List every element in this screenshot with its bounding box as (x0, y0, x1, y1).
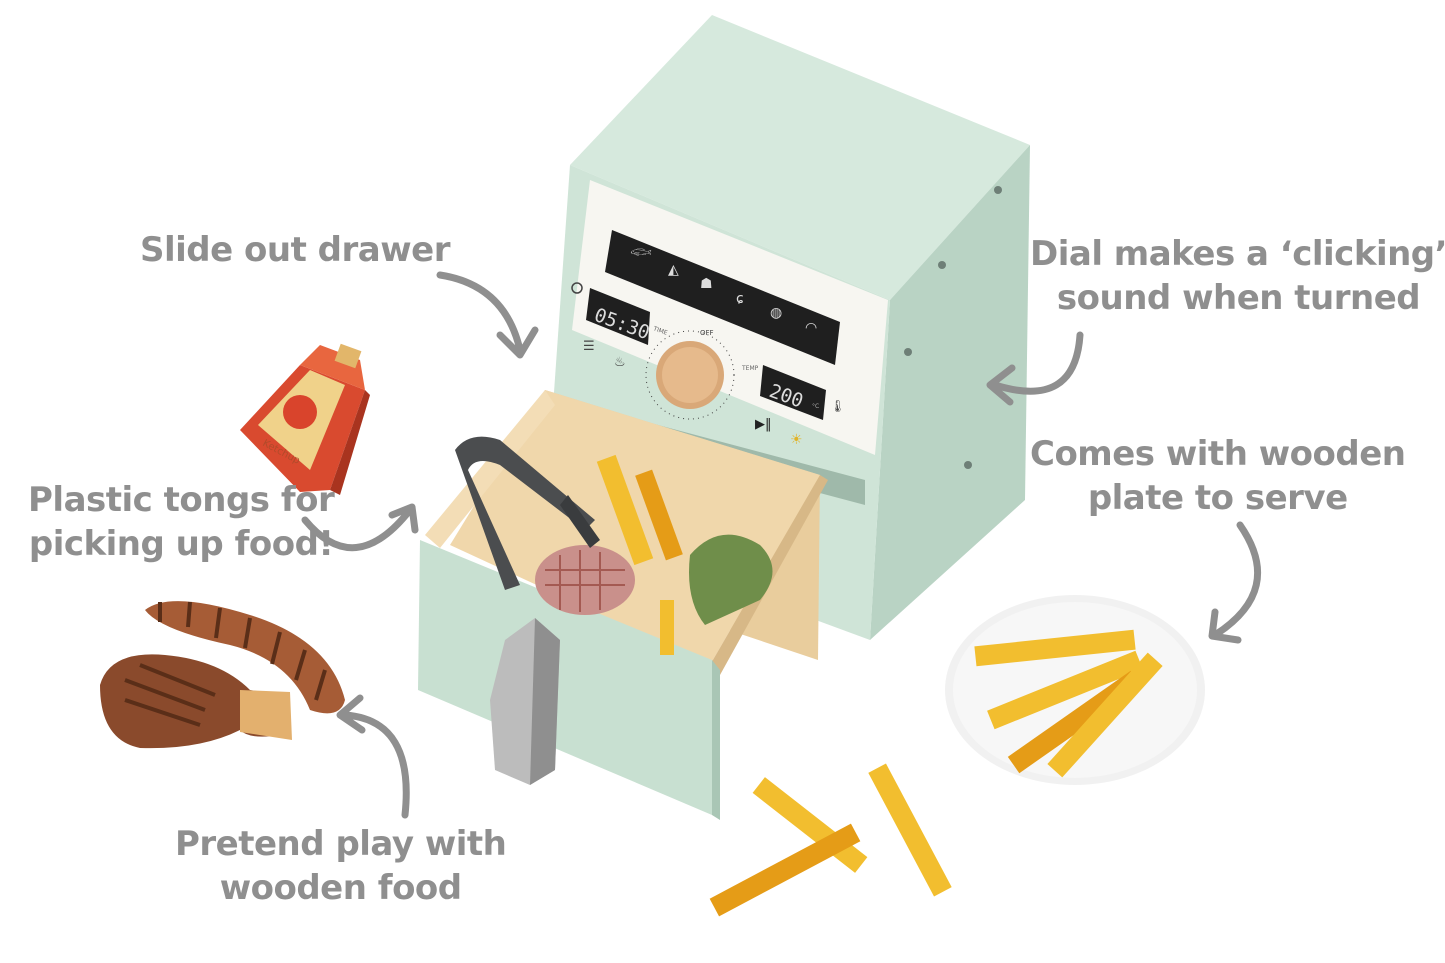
fry (974, 629, 1136, 667)
tomato-icon (283, 395, 317, 429)
fry (635, 469, 683, 561)
bolt-icon (904, 348, 912, 356)
steam-icon[interactable]: ♨ (614, 355, 626, 370)
chicken-icon: ☗ (700, 276, 713, 292)
fry (1047, 652, 1163, 778)
temp-display (760, 365, 826, 420)
bolt-icon (994, 186, 1002, 194)
arrow-dial (986, 331, 1084, 406)
fryer-right-side (870, 145, 1030, 640)
broccoli (689, 534, 773, 625)
arrow-drawer (436, 271, 539, 359)
callout-line: wooden food (219, 868, 462, 908)
serving-plate (945, 595, 1205, 785)
fish-icon: 𓆟 (630, 243, 652, 262)
arrow-food (336, 694, 410, 819)
time-label: TIME (651, 325, 668, 337)
fry (660, 600, 674, 655)
callout-line: picking up food! (28, 524, 334, 564)
ketchup-bottle: Ketchup (240, 343, 370, 495)
temperature-dial-ring (645, 330, 735, 420)
menu-icon[interactable]: ☰ (583, 339, 595, 354)
play-pause-icon[interactable]: ▶‖ (755, 417, 772, 432)
callout-line: Pretend play with (175, 824, 507, 864)
temp-label: TEMP (741, 365, 759, 372)
callout-plastic-tongs: Plastic tongs for picking up food! (28, 478, 335, 566)
pizza-icon: ◭ (668, 262, 679, 278)
loose-fries (709, 763, 952, 917)
steak-piece (535, 545, 635, 615)
callout-line: Slide out drawer (140, 230, 450, 270)
croissant-icon: ◠ (805, 320, 817, 336)
dial-off-label: OFF (700, 329, 714, 337)
callout-wooden-food: Pretend play with wooden food (175, 822, 507, 910)
fryer-top (570, 15, 1030, 300)
callout-wooden-plate: Comes with wooden plate to serve (1030, 432, 1406, 520)
callout-line: sound when turned (1056, 278, 1421, 318)
fry (987, 650, 1143, 730)
arrow-plate (1208, 521, 1262, 644)
thermometer-icon: 🌡 (830, 399, 845, 413)
clock-icon (571, 282, 583, 294)
callout-line: Comes with wooden (1030, 434, 1406, 474)
callout-line: plate to serve (1087, 478, 1348, 518)
wooden-food (100, 601, 345, 749)
preset-display (605, 230, 840, 365)
sausage (145, 601, 345, 714)
fry (596, 454, 654, 566)
timer-display (586, 288, 650, 345)
drawer-front (418, 540, 712, 815)
steak-icon: ◍ (770, 305, 782, 321)
bolt-icon (938, 261, 946, 269)
shrimp-icon: ɕ (736, 291, 744, 307)
temp-unit: °C (812, 403, 819, 410)
bolt-icon (964, 461, 972, 469)
callout-line: Dial makes a ‘clicking’ (1030, 234, 1445, 274)
drawer-left-wall (425, 390, 555, 548)
callout-slide-out-drawer: Slide out drawer (140, 228, 450, 272)
light-icon[interactable]: ☀ (790, 432, 803, 448)
air-fryer: 𓆟 ◭ ☗ ɕ ◍ ◠ 05:30 TIME ☰ ♨ OFF 200 °C TE… (418, 15, 1030, 820)
callout-line: Plastic tongs for (28, 480, 335, 520)
callout-dial-clicking: Dial makes a ‘clicking’ sound when turne… (1030, 232, 1445, 320)
arrow-tongs (301, 503, 419, 552)
